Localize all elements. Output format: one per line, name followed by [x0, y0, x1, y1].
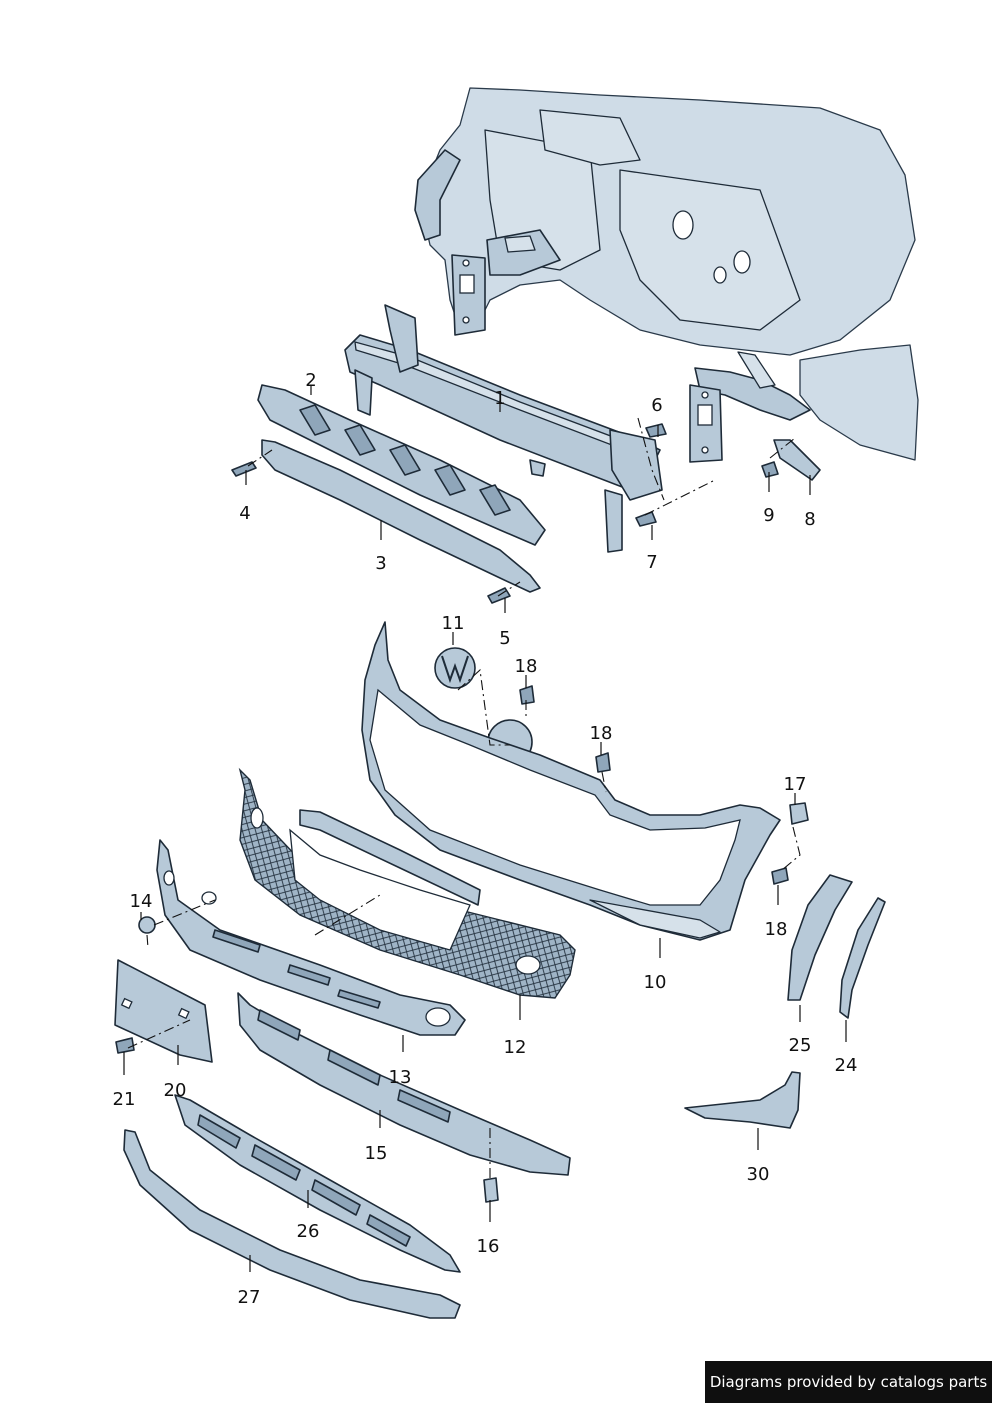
- callout-20: 20: [164, 1080, 187, 1101]
- assembly-lines: [127, 417, 801, 1178]
- callout-24: 24: [835, 1055, 858, 1076]
- callout-12: 12: [504, 1037, 527, 1058]
- part-24-side-strip: [839, 897, 886, 1019]
- credit-banner: Diagrams provided by catalogs parts: [705, 1361, 992, 1403]
- callout-18a: 18: [515, 656, 538, 677]
- callout-17: 17: [784, 774, 807, 795]
- callout-26: 26: [297, 1221, 320, 1242]
- part-10-bumper-cover: [361, 621, 781, 941]
- callout-3: 3: [375, 553, 386, 574]
- callout-13: 13: [389, 1067, 412, 1088]
- vehicle-body-structure: [414, 87, 919, 463]
- part-30-deflector: [684, 1071, 801, 1129]
- part-12-grille: [238, 767, 576, 999]
- callout-14: 14: [130, 891, 153, 912]
- callout-numbers: 1 2 3 4 5 6 7 8 9 10 11 12 13 14 15 16 1…: [113, 370, 858, 1308]
- callout-2: 2: [305, 370, 316, 391]
- callout-6: 6: [651, 395, 662, 416]
- callout-15: 15: [365, 1143, 388, 1164]
- callout-18c: 18: [765, 919, 788, 940]
- part-25-side-bracket: [787, 874, 853, 1001]
- callout-16: 16: [477, 1236, 500, 1257]
- callout-5: 5: [499, 628, 510, 649]
- callout-7: 7: [646, 552, 657, 573]
- part-26-trim: [174, 1094, 461, 1273]
- part-2-energy-absorber: [257, 384, 546, 546]
- callout-1: 1: [494, 388, 505, 409]
- callout-10: 10: [644, 972, 667, 993]
- callout-4: 4: [239, 503, 250, 524]
- leader-lines: [123, 385, 847, 1272]
- part-15-spoiler: [237, 992, 571, 1176]
- callout-18b: 18: [590, 723, 613, 744]
- part-3-bracket-strip: [261, 439, 541, 593]
- callout-25: 25: [789, 1035, 812, 1056]
- part-27-lower-trim: [123, 1129, 461, 1319]
- callout-30: 30: [747, 1164, 770, 1185]
- callout-8: 8: [804, 509, 815, 530]
- callout-9: 9: [763, 505, 774, 526]
- callout-21: 21: [113, 1089, 136, 1110]
- part-20-plate-carrier: [114, 959, 213, 1063]
- part-13-lower-panel: [156, 839, 466, 1036]
- part-1-crossmember: [344, 304, 663, 553]
- callout-27: 27: [238, 1287, 261, 1308]
- callout-11: 11: [442, 613, 465, 634]
